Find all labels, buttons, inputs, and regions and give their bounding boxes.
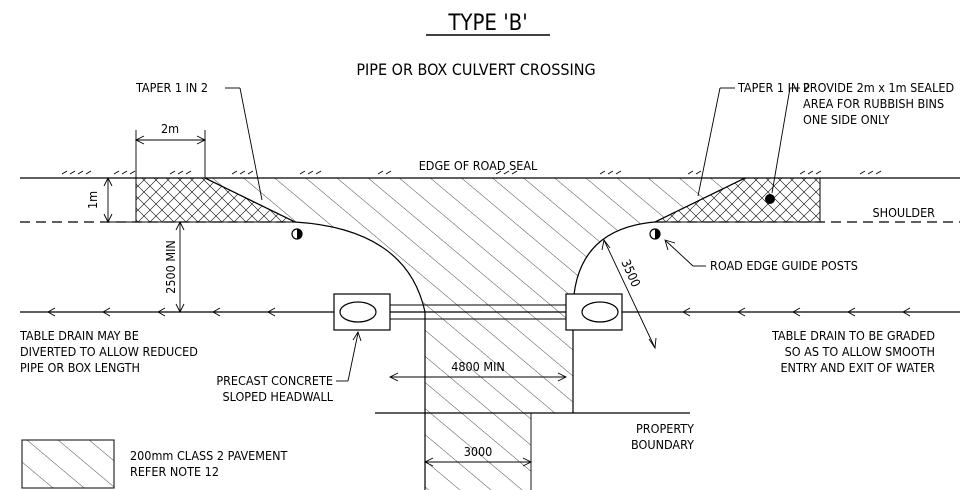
leader-lines: [225, 87, 800, 382]
label-edge-of-road-seal: EDGE OF ROAD SEAL: [419, 158, 538, 173]
headwall-right: [565, 293, 623, 331]
label-rubbish-2: AREA FOR RUBBISH BINS: [803, 96, 944, 111]
dimension-radius: [601, 238, 657, 350]
label-drain-left-1: TABLE DRAIN MAY BE: [19, 328, 139, 343]
dimension-4800-min: [388, 372, 568, 382]
dim-label-1m: 1m: [85, 191, 100, 209]
label-headwall-2: SLOPED HEADWALL: [223, 389, 334, 404]
dim-label-3000: 3000: [464, 444, 493, 459]
rubbish-bin-marker-icon: [765, 194, 775, 204]
dimension-1m: [100, 176, 136, 224]
label-shoulder: SHOULDER: [872, 205, 935, 220]
pavement-area: [205, 178, 745, 413]
label-property-2: BOUNDARY: [631, 437, 694, 452]
label-drain-left-2: DIVERTED TO ALLOW REDUCED: [20, 344, 198, 359]
crossing-edge-left: [294, 221, 426, 490]
dim-label-2m: 2m: [161, 121, 179, 136]
verge-ticks: [61, 170, 882, 175]
label-taper-right: TAPER 1 IN 2: [737, 80, 810, 95]
taper-line-left: [204, 177, 296, 223]
guide-post-right-icon: [649, 228, 661, 240]
dim-label-4800-min: 4800 MIN: [451, 359, 505, 374]
pavement-below-boundary: [425, 413, 531, 490]
label-rubbish-1: PROVIDE 2m x 1m SEALED: [803, 80, 954, 95]
dimension-2m: [134, 130, 207, 178]
drawing-subtitle: PIPE OR BOX CULVERT CROSSING: [356, 60, 595, 79]
legend-label-1: 200mm CLASS 2 PAVEMENT: [130, 448, 288, 463]
legend-swatch: [21, 439, 115, 489]
label-drain-right-3: ENTRY AND EXIT OF WATER: [780, 360, 935, 375]
label-drain-right-2: SO AS TO ALLOW SMOOTH: [785, 344, 935, 359]
label-drain-left-3: PIPE OR BOX LENGTH: [20, 360, 140, 375]
guide-post-left-icon: [291, 228, 303, 240]
dimension-3000: [423, 413, 533, 490]
label-property-1: PROPERTY: [636, 421, 694, 436]
dim-label-2500-min: 2500 MIN: [163, 240, 178, 294]
taper-line-right: [654, 177, 746, 223]
headwall-left: [333, 293, 391, 331]
dimension-2500-min: [175, 220, 185, 314]
label-taper-left: TAPER 1 IN 2: [135, 80, 208, 95]
legend-label-2: REFER NOTE 12: [130, 464, 219, 479]
label-guide-posts: ROAD EDGE GUIDE POSTS: [710, 258, 858, 273]
dim-label-radius: 3500: [618, 257, 643, 289]
drain-flow-arrows: [47, 307, 911, 317]
label-rubbish-3: ONE SIDE ONLY: [803, 112, 890, 127]
label-headwall-1: PRECAST CONCRETE: [216, 373, 333, 388]
drawing-title: TYPE 'B': [447, 11, 527, 36]
label-drain-right-1: TABLE DRAIN TO BE GRADED: [771, 328, 935, 343]
